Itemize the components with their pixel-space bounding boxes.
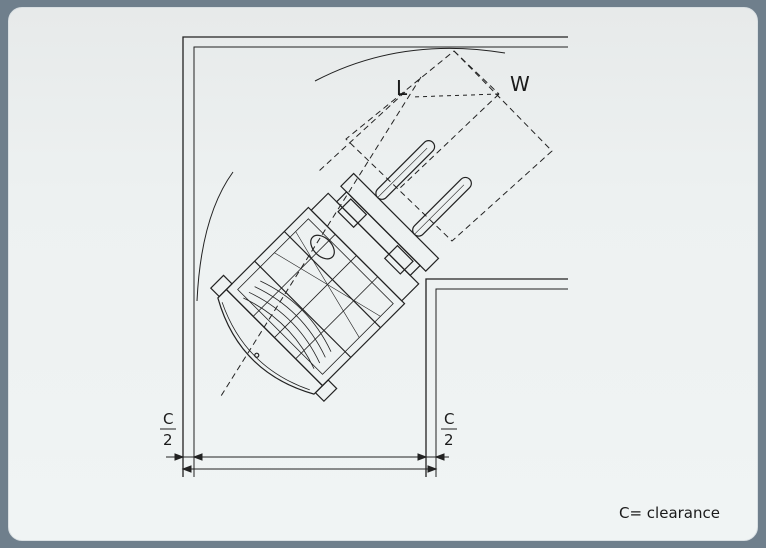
corner-wall-outer xyxy=(435,288,568,477)
inner-wall xyxy=(193,46,568,477)
rear-swing-arc xyxy=(196,171,234,302)
half-clearance-right: C 2 xyxy=(441,410,457,449)
aisle-turning-diagram: L W C 2 C 2 C= clearance xyxy=(160,36,720,522)
length-label: L xyxy=(396,76,408,100)
seat-frame xyxy=(243,280,332,369)
steering-wheel xyxy=(310,234,335,260)
half-clearance-left: C 2 xyxy=(160,410,176,449)
width-label: W xyxy=(510,72,530,96)
clearance-legend: C= clearance xyxy=(619,504,720,522)
load-envelope xyxy=(220,50,553,397)
diagram-panel: L W C 2 C 2 C= clearance xyxy=(8,7,758,541)
counterweight xyxy=(217,288,324,395)
aisle-walls xyxy=(182,36,568,477)
half-clearance-right-c: C xyxy=(444,410,454,428)
labels: L W C 2 C 2 C= clearance xyxy=(160,72,720,522)
half-clearance-left-c: C xyxy=(163,410,173,428)
half-clearance-left-2: 2 xyxy=(163,431,173,449)
corner-wall-inner xyxy=(425,278,568,477)
half-clearance-right-2: 2 xyxy=(444,431,454,449)
outer-wall xyxy=(182,36,568,477)
fork-swing-arc xyxy=(314,47,506,82)
forklift-truck xyxy=(209,140,472,403)
dimension-lines xyxy=(166,441,449,477)
swing-arcs xyxy=(196,47,506,302)
